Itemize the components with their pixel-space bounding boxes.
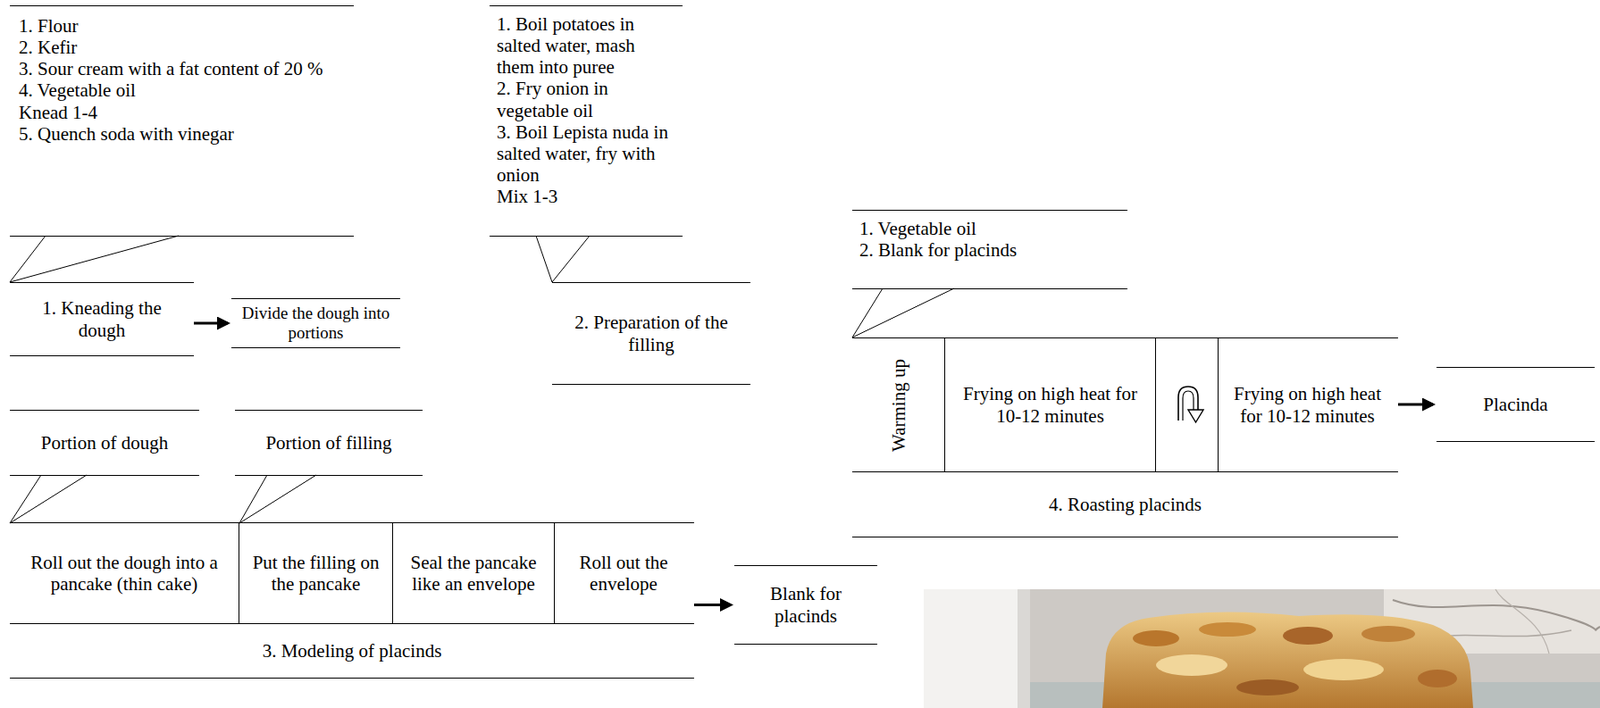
text-area: Divide the dough into portions — [234, 302, 397, 344]
process-box: Divide the dough into portions — [231, 298, 401, 349]
flow-arrow — [1398, 403, 1433, 407]
stage-box: 4. Roasting placinds Warming up Frying on … — [852, 337, 1399, 538]
text-area: 1. Boil potatoes in salted water, mash t… — [496, 13, 676, 229]
result-box: Placinda — [1436, 367, 1595, 443]
input-callout: Portion of filling — [234, 410, 423, 477]
text-area: 2. Preparation of the filling — [559, 290, 744, 377]
box-text: Placinda — [1441, 393, 1590, 416]
text-area: Put the filling on the pancake — [243, 527, 388, 620]
placinda-photo — [923, 589, 1600, 708]
ingredient-callout: 1. Flour2. Kefir3. Sour cream with a fat… — [9, 5, 354, 237]
box-text: 3. Sour cream with a fat content of 20 % — [18, 58, 345, 80]
step-cell: Roll out the dough into a pancake (thin … — [9, 523, 240, 624]
text-area: 1. Vegetable oil2. Blank for placinds — [859, 217, 1121, 282]
flow-arrow — [193, 322, 228, 326]
box-text: 2. Kefir — [18, 36, 345, 59]
text-area: Seal the pancake like an envelope — [397, 527, 550, 620]
callout-pointer — [9, 475, 87, 524]
box-text: 1. Kneading the dough — [16, 297, 187, 341]
box-text: 2. Fry onion in vegetable oil — [496, 77, 676, 121]
text-area: Frying on high heat for 10-12 minutes — [1223, 343, 1391, 467]
step-cell: Frying on high heat for 10-12 minutes — [945, 338, 1157, 472]
box-text: Blank for placinds — [739, 583, 872, 627]
process-box: Blank for placinds — [734, 565, 878, 646]
box-text: Frying on high heat for 10-12 minutes — [950, 383, 1150, 427]
turn-over-symbol — [1156, 338, 1219, 472]
text-area: Portion of filling — [240, 416, 418, 470]
box-text: 2. Preparation of the filling — [559, 311, 744, 355]
input-callout: Portion of dough — [9, 410, 200, 477]
stage-title-band: 3. Modeling of placinds — [9, 623, 695, 679]
step-cell: Roll out the envelope — [554, 523, 693, 624]
box-text: 2. Blank for placinds — [859, 239, 1121, 261]
stage-title: 3. Modeling of placinds — [9, 640, 695, 662]
text-area: Frying on high heat for 10-12 minutes — [950, 343, 1150, 467]
text-area: Roll out the envelope — [559, 527, 688, 620]
stage-title-band: 4. Roasting placinds — [852, 471, 1399, 537]
text-area: Roll out the dough into a pancake (thin … — [15, 528, 234, 619]
callout-pointer — [852, 288, 955, 338]
text-area: 1. Kneading the dough — [16, 290, 187, 349]
step-cell: Warming up — [852, 338, 946, 472]
box-text: 1. Flour — [18, 15, 345, 37]
box-text: Roll out the dough into a pancake (thin … — [15, 552, 234, 595]
stage-title: 4. Roasting placinds — [852, 494, 1399, 516]
box-text: 5. Quench soda with vinegar — [18, 123, 345, 145]
box-text: Roll out the envelope — [559, 552, 688, 595]
process-box: 1. Kneading the dough — [9, 282, 194, 357]
box-text: Divide the dough into portions — [234, 303, 397, 343]
box-text: 4. Vegetable oil — [18, 79, 345, 101]
box-text: 3. Boil Lepista nuda in salted water, fr… — [496, 121, 676, 186]
box-text: Portion of dough — [15, 432, 194, 454]
text-area: Portion of dough — [15, 416, 194, 470]
stage-box: 3. Modeling of placinds Roll out the doug… — [9, 522, 695, 679]
box-text: Warming up — [887, 359, 909, 453]
box-text: Put the filling on the pancake — [243, 552, 388, 595]
callout-pointer — [239, 475, 317, 524]
box-text: Frying on high heat for 10-12 minutes — [1223, 383, 1391, 427]
step-cell: Seal the pancake like an envelope — [393, 523, 555, 624]
process-box: 2. Preparation of the filling — [552, 282, 751, 386]
box-text: Knead 1-4 — [18, 101, 345, 124]
text-area: Placinda — [1441, 373, 1590, 436]
box-text: Mix 1-3 — [496, 185, 676, 208]
flow-arrow — [694, 603, 731, 607]
box-text: Seal the pancake like an envelope — [397, 552, 550, 595]
step-callout: 1. Boil potatoes in salted water, mash t… — [489, 5, 683, 237]
step-cell: Frying on high heat for 10-12 minutes — [1217, 338, 1397, 472]
step-cell: Put the filling on the pancake — [239, 523, 394, 624]
box-text: Portion of filling — [240, 432, 418, 454]
ingredient-callout: 1. Vegetable oil2. Blank for placinds — [852, 209, 1128, 290]
rotated-label: Warming up — [887, 359, 909, 453]
callout-pointer — [9, 235, 179, 283]
text-area: 1. Flour2. Kefir3. Sour cream with a fat… — [18, 15, 345, 227]
callout-pointer — [536, 235, 590, 283]
box-text: 1. Vegetable oil — [859, 217, 1121, 240]
box-text: 1. Boil potatoes in salted water, mash t… — [496, 13, 676, 78]
text-area: Blank for placinds — [739, 571, 872, 639]
